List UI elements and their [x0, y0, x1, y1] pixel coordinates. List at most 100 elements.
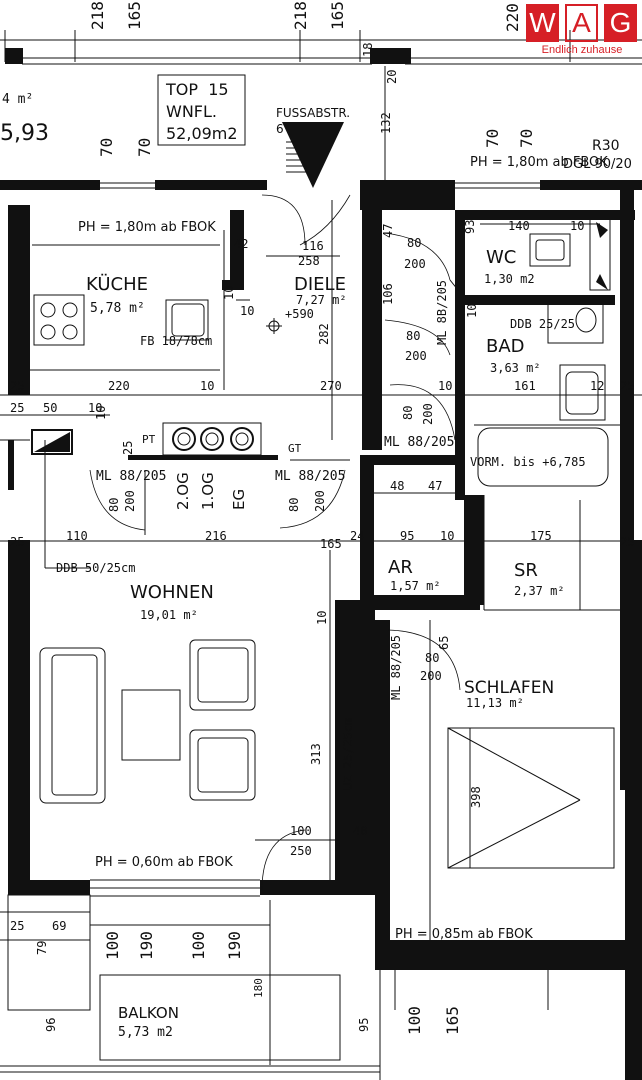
logo-letter-a: A	[565, 4, 598, 42]
dim-top-218-a: 218	[88, 1, 107, 30]
entrance-label: FUSSABSTR.	[276, 106, 350, 120]
dim-50: 50	[43, 401, 57, 415]
dim-10-bad: 10	[465, 304, 479, 318]
dim-70-c: 70	[483, 129, 502, 148]
entrance-mat: FUSSABSTR. 6	[276, 106, 350, 188]
dim-132: 132	[379, 112, 393, 134]
kitchen-fb: FB 18/78cm	[140, 334, 212, 348]
uz-shaft: UZ 25/25cm	[341, 718, 355, 790]
balcony-name: BALKON	[118, 1004, 179, 1022]
kitchen-name: KÜCHE	[86, 273, 148, 295]
ddb-wohnen: DDB 50/25cm	[56, 561, 135, 575]
entrance-arrow-icon	[282, 122, 344, 188]
dim-110: 110	[66, 529, 88, 543]
bedroom-ph: PH = 0,85m ab FBOK	[395, 927, 533, 942]
dim-200-bed: 200	[420, 669, 442, 683]
dim-25-f: 25	[620, 535, 634, 549]
dim-top-218-b: 218	[291, 1, 310, 30]
unit-wnfl-label: WNFL.	[166, 102, 217, 121]
hallway-name: DIELE	[294, 274, 346, 295]
door-storage: ML 88/205 80 200 48 47	[374, 384, 462, 494]
dim-10-vert: 10	[94, 406, 108, 420]
bedroom: ML 88/205 80 200 65 SCHLAFEN 11,13 m² 39…	[387, 620, 615, 942]
dim-220: 220	[108, 379, 130, 393]
dim-10-row-b: 10	[438, 379, 452, 393]
dim-10-i: 10	[440, 529, 454, 543]
dim-180: 180	[252, 978, 265, 998]
dim-100-c: 100	[189, 931, 208, 960]
shaft-gt: GT	[288, 442, 302, 455]
unit-number: TOP 15	[165, 80, 229, 99]
floor-eg: EG	[230, 489, 248, 510]
dim-116: 116	[302, 239, 324, 253]
wc: 47 80 200 93 140 10 WC 1,30 m2 106 ML 8B…	[381, 217, 611, 345]
door-living: ML 88/205 80 200	[275, 469, 345, 529]
dim-165: 165	[320, 537, 342, 551]
dim-95: 95	[400, 529, 414, 543]
dim-row-392: 25 220 10 270 10 161 12 25	[0, 379, 642, 396]
logo-letter-g: G	[604, 4, 637, 42]
dim-top-165-a: 165	[125, 1, 144, 30]
dim-282: 282	[317, 323, 331, 345]
dim-106: 106	[381, 283, 395, 305]
door-ml-left: ML 88/205	[96, 469, 166, 484]
dim-100-d: 100	[405, 1006, 424, 1035]
dim-47: 47	[381, 224, 395, 238]
door-ml-bed: ML 88/205	[389, 635, 403, 700]
dim-10-hall-a: 10	[222, 286, 236, 300]
sr-name: SR	[514, 560, 538, 581]
dim-42: 42	[234, 237, 248, 251]
dim-25-a: 25	[10, 379, 24, 393]
storage-name: AR	[388, 557, 413, 578]
dim-48: 48	[390, 479, 404, 493]
dim-175: 175	[530, 529, 552, 543]
unit-info-box: TOP 15 WNFL. 52,09m2	[157, 74, 246, 146]
dim-80-left: 80	[107, 498, 121, 512]
dim-25-g: 25	[10, 919, 24, 933]
dim-10-wc: 10	[570, 219, 584, 233]
dim-20: 20	[385, 70, 399, 84]
dim-70-a: 70	[97, 138, 116, 157]
exterior-walls	[0, 180, 642, 1080]
hallway-area: 7,27 m²	[296, 293, 347, 307]
dim-140: 140	[508, 219, 530, 233]
dim-top-165-b: 165	[328, 1, 347, 30]
kitchen-area: 5,78 m²	[90, 301, 145, 316]
dim-190-b: 190	[225, 931, 244, 960]
logo-tagline: Endlich zuhause	[541, 44, 623, 56]
dim-161: 161	[514, 379, 536, 393]
wc-area: 1,30 m2	[484, 272, 535, 286]
dim-258: 258	[298, 254, 320, 268]
wc-name: WC	[486, 247, 516, 268]
dim-row-538: 25 110 216 165 24 95 10 175 25 DDB 50/25…	[0, 529, 642, 575]
storage-area: 1,57 m²	[390, 579, 441, 593]
dim-25-e: 25	[10, 535, 24, 549]
dim-200-mid: 200	[313, 490, 327, 512]
dim-25-c: 25	[10, 401, 24, 415]
dim-200-wc: 200	[404, 257, 426, 271]
dim-70-d: 70	[517, 129, 536, 148]
bath-area: 3,63 m²	[490, 361, 541, 375]
dim-10-j: 10	[315, 611, 329, 625]
living-name: WOHNEN	[130, 582, 214, 603]
dim-80-bed: 80	[425, 651, 439, 665]
unit-wnfl-value: 52,09m2	[166, 124, 238, 143]
dim-40: 40	[353, 824, 367, 838]
dim-10-e: 10	[88, 401, 102, 415]
dim-100-b: 100	[103, 931, 122, 960]
door-ml-ar: ML 88/205	[384, 435, 454, 450]
living-ph: PH = 0,60m ab FBOK	[95, 855, 233, 870]
dim-80-bad: 80	[406, 329, 420, 343]
dim-93: 93	[463, 220, 477, 234]
top-right-r30: R30	[592, 138, 620, 154]
dim-25-vert: 25	[121, 441, 135, 455]
dim-200-bad: 200	[405, 349, 427, 363]
upper-window-band	[5, 48, 642, 180]
door-ml-8b: ML 8B/205	[435, 280, 449, 345]
kitchen: PH = 1,80m ab FBOK KÜCHE 5,78 m² FB 18/7…	[30, 220, 220, 371]
dim-95-b: 95	[357, 1018, 371, 1032]
wag-logo: W A G Endlich zuhause	[526, 4, 638, 62]
dim-65: 65	[437, 636, 451, 650]
top-right-ph: PH = 1,80m ab FBOK	[470, 155, 608, 170]
